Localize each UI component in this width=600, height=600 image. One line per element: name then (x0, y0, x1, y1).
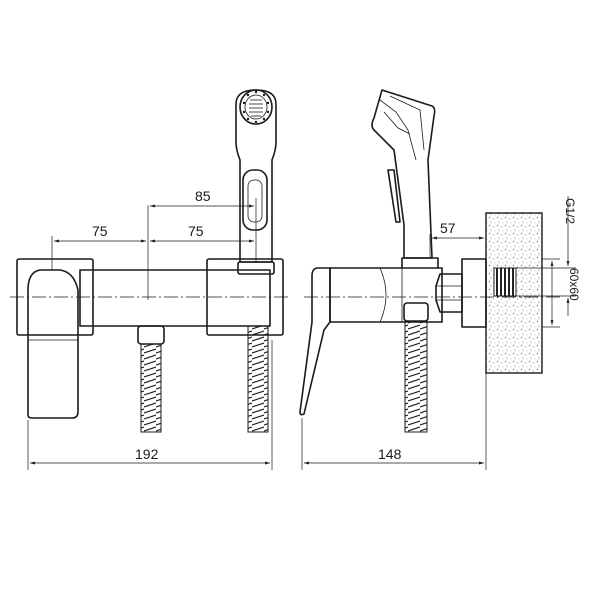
front-hose-right (247, 325, 269, 433)
dim-box-label: 60x60 (567, 268, 581, 301)
threaded-insert (493, 267, 517, 297)
front-valve-body (79, 269, 271, 327)
side-handle (299, 267, 331, 416)
side-nut (435, 273, 463, 313)
side-hand-shower (371, 89, 436, 259)
nozzle-holes (242, 90, 270, 124)
side-view (299, 89, 560, 433)
dim-148-label: 148 (378, 446, 402, 462)
dim-75-left-label: 75 (92, 223, 108, 239)
dim-85-label: 85 (195, 188, 211, 204)
dim-75-right-label: 75 (188, 223, 204, 239)
front-view (10, 89, 290, 433)
front-hose-connector (137, 325, 165, 345)
front-holder-bracket (237, 261, 275, 275)
front-shower-nozzle (239, 89, 273, 125)
side-trigger (387, 169, 401, 223)
front-hose-left (140, 343, 162, 433)
side-wall-flange (461, 258, 487, 328)
front-hand-shower (235, 89, 277, 263)
dim-192-label: 192 (135, 446, 159, 462)
side-hose-connector (403, 302, 429, 322)
side-hose (404, 320, 428, 433)
front-dimensions: 85 75 75 192 (27, 188, 273, 470)
side-dimensions: 57 148 G1/2 60x60 (301, 196, 581, 470)
front-trigger (242, 169, 268, 231)
dim-thread-label: G1/2 (563, 198, 577, 224)
front-handle-lever (27, 269, 79, 419)
dim-57-label: 57 (440, 220, 456, 236)
